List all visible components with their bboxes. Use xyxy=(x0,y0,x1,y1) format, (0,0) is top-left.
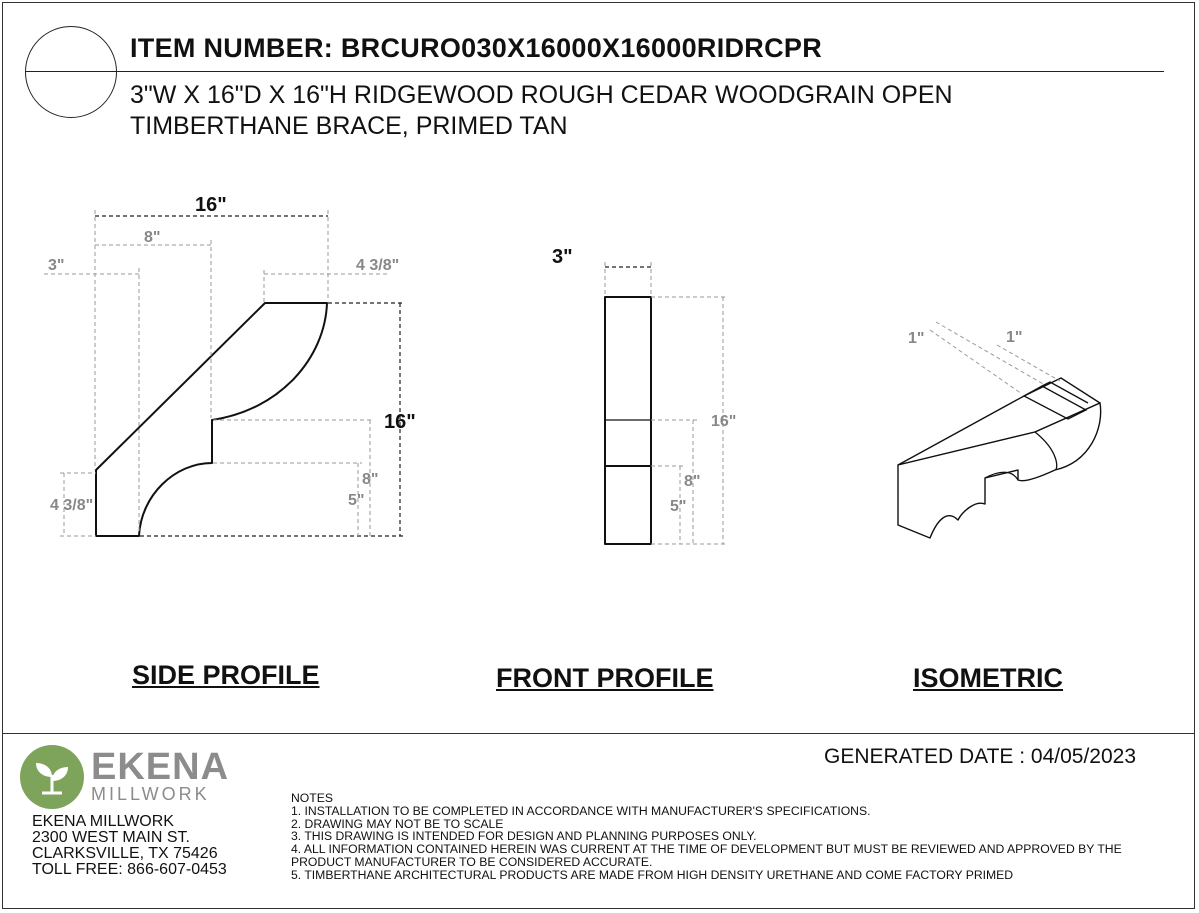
iso-edge xyxy=(984,471,1019,481)
front-profile-label: FRONT PROFILE xyxy=(496,663,714,693)
description-line-2: TIMBERTHANE BRACE, PRIMED TAN xyxy=(130,112,568,140)
note-item: 5. TIMBERTHANE ARCHITECTURAL PRODUCTS AR… xyxy=(291,867,1014,882)
dim-label-height: 16" xyxy=(711,413,736,430)
note-item: 3. THIS DRAWING IS INTENDED FOR DESIGN A… xyxy=(291,829,757,844)
brand-sub: MILLWORK xyxy=(91,784,210,804)
iso-edge xyxy=(1034,431,1058,471)
dim-label-bottom: 4 3/8" xyxy=(50,497,93,514)
dim-label-height: 16" xyxy=(384,411,416,433)
company-name: EKENA MILLWORK xyxy=(32,813,174,830)
side-profile-view: 16" 8" 3" 4 3/8" 16" 8" 5" 4 3/8" xyxy=(44,194,416,537)
title-rule xyxy=(25,71,1164,72)
front-profile-view: 3" 16" 8" 5" xyxy=(552,246,736,545)
dim-label-top: 4 3/8" xyxy=(356,257,399,274)
isometric-view: 1" 1" xyxy=(897,321,1102,539)
description-line-1: 3"W X 16"D X 16"H RIDGEWOOD ROUGH CEDAR … xyxy=(130,81,953,109)
iso-slot xyxy=(1022,385,1088,420)
dim-line-right xyxy=(996,344,1061,382)
phone: TOLL FREE: 866-607-0453 xyxy=(32,861,227,878)
dim-label-3: 3" xyxy=(48,257,64,274)
dim-label-width: 3" xyxy=(552,246,573,268)
item-number: ITEM NUMBER: BRCURO030X16000X16000RIDRCP… xyxy=(130,33,823,63)
dim-label-height-8: 8" xyxy=(684,473,700,490)
note-item: 1. INSTALLATION TO BE COMPLETED IN ACCOR… xyxy=(291,803,871,818)
address-line-2: CLARKSVILLE, TX 75426 xyxy=(32,845,218,862)
notes-title: NOTES xyxy=(291,791,333,805)
dim-label-height-5: 5" xyxy=(348,492,364,509)
brand-name: EKENA xyxy=(91,746,230,788)
product-description: 3"W X 16"D X 16"H RIDGEWOOD ROUGH CEDAR … xyxy=(130,80,953,142)
side-profile-outline xyxy=(95,302,328,537)
logo-leaf-icon xyxy=(20,745,84,809)
title-circle xyxy=(25,26,117,118)
dim-line-left-2 xyxy=(929,329,1023,395)
dim-label-height-5: 5" xyxy=(670,498,686,515)
footer-rule xyxy=(2,733,1195,734)
dim-label-depth: 16" xyxy=(195,194,227,216)
dim-label-left: 1" xyxy=(908,330,924,347)
company-address: EKENA MILLWORK 2300 WEST MAIN ST. CLARKS… xyxy=(32,814,227,878)
note-item: 4. ALL INFORMATION CONTAINED HEREIN WAS … xyxy=(291,842,1126,869)
notes-block: NOTES 1. INSTALLATION TO BE COMPLETED IN… xyxy=(291,792,1181,882)
note-item: 2. DRAWING MAY NOT BE TO SCALE xyxy=(291,816,504,831)
address-line-1: 2300 WEST MAIN ST. xyxy=(32,829,190,846)
generated-date: GENERATED DATE : 04/05/2023 xyxy=(824,745,1137,768)
iso-slot-edge xyxy=(1041,381,1089,404)
isometric-label: ISOMETRIC xyxy=(913,663,1064,693)
dim-label-8: 8" xyxy=(144,229,160,246)
dim-label-height-8: 8" xyxy=(362,471,378,488)
dim-line-left xyxy=(935,321,1046,386)
dim-label-right: 1" xyxy=(1006,329,1022,346)
side-profile-label: SIDE PROFILE xyxy=(132,660,320,690)
